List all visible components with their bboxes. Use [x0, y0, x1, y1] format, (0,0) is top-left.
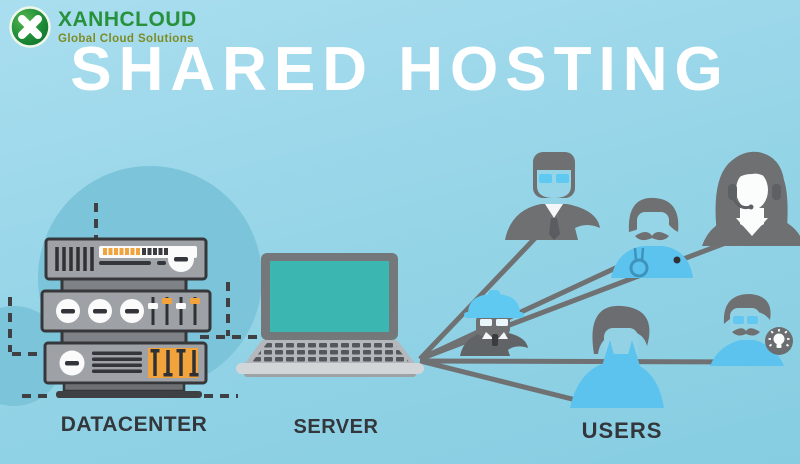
logo-name: XANHCLOUD	[58, 7, 197, 31]
user-support-woman-icon	[702, 151, 800, 246]
laptop-keyboard	[252, 343, 409, 362]
users-label: USERS	[581, 418, 663, 443]
dashed-cable-lines	[8, 203, 258, 398]
page-title: SHARED HOSTING	[70, 35, 730, 104]
datacenter-label: DATACENTER	[60, 413, 208, 436]
user-doctor-icon	[611, 197, 693, 278]
user-young-person-icon	[570, 305, 664, 408]
laptop-screen	[270, 261, 389, 332]
rack-text-lines	[92, 351, 142, 373]
light-bulb-icon	[765, 327, 793, 355]
datacenter-rack-illustration	[40, 237, 212, 398]
user-idea-person-icon	[710, 294, 793, 366]
rack-slider-controls	[148, 297, 200, 325]
rack-vent-bars	[55, 247, 94, 271]
rack-panel-pins	[150, 349, 199, 377]
user-construction-worker-icon	[460, 290, 528, 356]
server-label: SERVER	[293, 416, 379, 438]
logo-tagline: Global Cloud Solutions	[58, 32, 194, 45]
user-businessman-icon	[505, 152, 600, 240]
rack-led-lights-dark	[142, 248, 168, 255]
rack-led-lights-orange	[103, 248, 140, 255]
site-logo: XANHCLOUD Global Cloud Solutions	[8, 5, 197, 49]
server-laptop-illustration	[236, 253, 424, 377]
x-circle-logo-icon	[9, 6, 51, 48]
